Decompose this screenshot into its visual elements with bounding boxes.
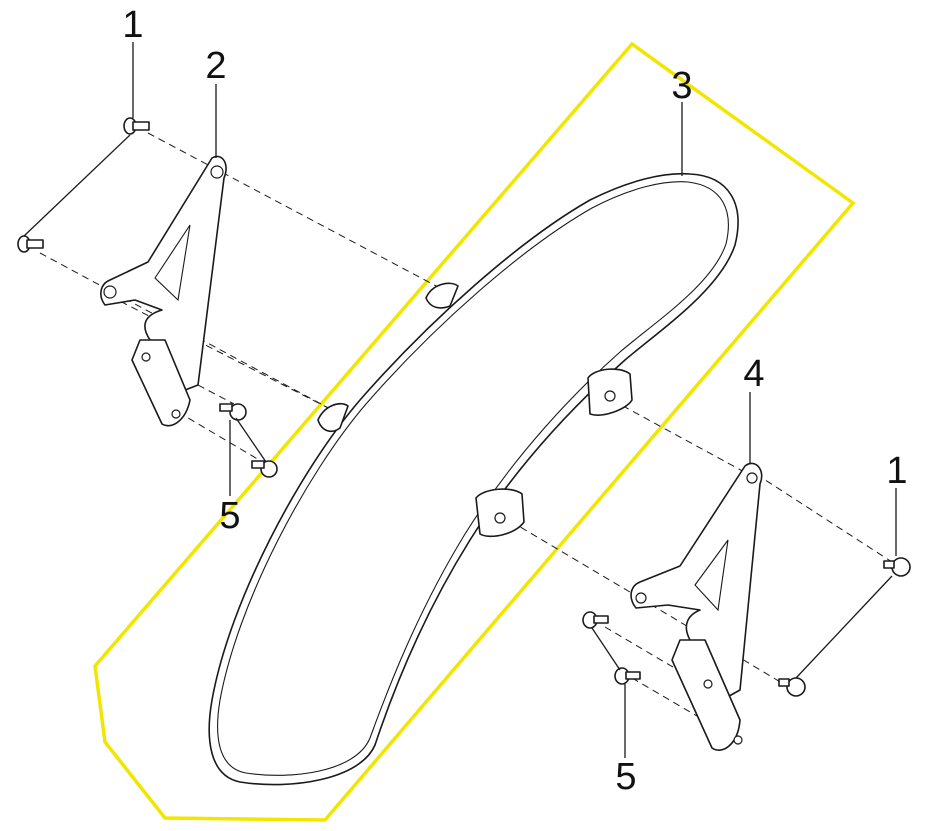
- bracket-part-2: [100, 155, 227, 427]
- bolt-part-5-left-b: [251, 460, 278, 478]
- fender-part-3: [208, 172, 739, 786]
- callout-3: 3: [671, 65, 692, 107]
- bolt-part-5-bottom-a: [582, 611, 609, 629]
- bolt-part-1-right-a: [883, 557, 911, 577]
- callout-5-left: 5: [219, 495, 240, 537]
- callout-2: 2: [205, 45, 226, 87]
- bolt-part-1-top-b: [17, 235, 44, 253]
- bolt-part-5-bottom-b: [614, 667, 641, 685]
- callout-leader-lines: [23, 42, 897, 758]
- bolt-part-1-right-b: [778, 677, 806, 697]
- bolt-part-1-top-a: [123, 117, 150, 135]
- callout-1-top: 1: [122, 4, 143, 46]
- callout-1-right: 1: [886, 450, 907, 492]
- bracket-part-4: [630, 462, 763, 751]
- callout-4: 4: [743, 353, 764, 395]
- part-3-highlight-outline: [93, 41, 856, 822]
- bolt-part-5-left-a: [219, 403, 247, 421]
- callout-5-bottom: 5: [615, 756, 636, 798]
